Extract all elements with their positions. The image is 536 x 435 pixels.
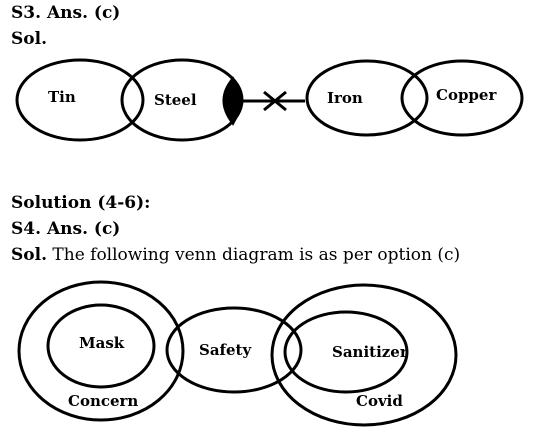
copper-label: Copper: [436, 86, 497, 104]
s4-sol-line: Sol. The following venn diagram is as pe…: [11, 245, 460, 265]
s3-heading: S3. Ans. (c): [11, 3, 121, 23]
concern-label: Concern: [68, 392, 138, 410]
steel-label: Steel: [154, 91, 197, 109]
safety-circle: [165, 306, 303, 394]
cross-mark-icon-b: [263, 90, 287, 112]
metals-venn-diagram: Tin Steel Iron Copper: [15, 58, 524, 142]
concern-circle: [17, 280, 185, 422]
tin-circle: [15, 58, 145, 142]
tin-label: Tin: [48, 88, 76, 106]
mask-circle: [46, 303, 156, 389]
iron-circle: [305, 59, 429, 137]
s4-sol-label: Sol.: [11, 245, 47, 265]
covid-label: Covid: [356, 392, 403, 410]
s3-sol-label: Sol.: [11, 29, 47, 49]
covid-venn-diagram: Mask Concern Safety Sanitizer Covid: [17, 280, 458, 427]
iron-label: Iron: [327, 89, 363, 107]
sanitizer-label: Sanitizer: [332, 343, 409, 361]
sanitizer-circle: [283, 310, 409, 394]
copper-circle: [400, 59, 524, 137]
mask-label: Mask: [79, 334, 125, 352]
s4-heading: S4. Ans. (c): [11, 219, 121, 239]
covid-circle: [270, 283, 458, 427]
safety-label: Safety: [199, 341, 252, 359]
solution-heading: Solution (4-6):: [11, 193, 151, 213]
s4-sol-text: The following venn diagram is as per opt…: [47, 245, 461, 265]
steel-shaded-region: [222, 76, 241, 126]
